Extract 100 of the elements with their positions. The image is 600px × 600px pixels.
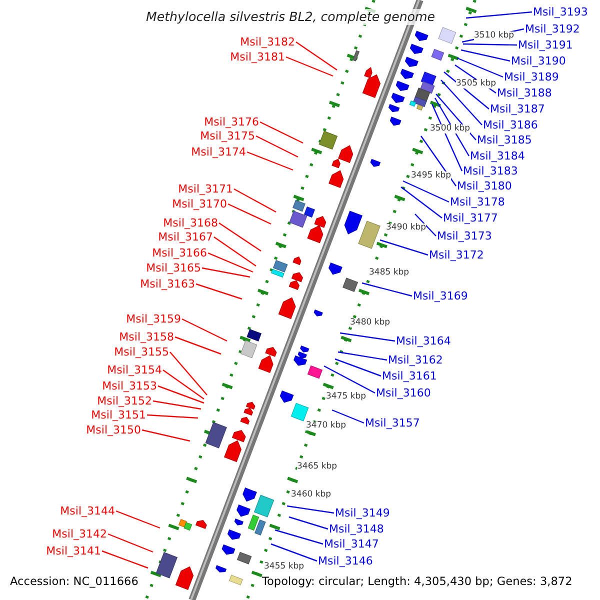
leader-line [202,267,250,278]
scale-label: 3455 kbp [264,562,304,572]
gene-label: Msil_3183 [463,164,518,178]
gene-label: Msil_3167 [158,230,213,244]
scale-label: 3475 kbp [326,392,366,402]
gene-label: Msil_3162 [388,354,443,366]
scale-label: 3460 kbp [291,490,332,500]
leader-line [174,336,222,355]
leader-line [152,400,202,410]
gene-label: Msil_3163 [140,278,195,290]
leader-line [108,533,154,553]
leader-line [274,529,324,545]
leader-line [102,550,148,569]
gene-label: Msil_3178 [450,196,505,208]
gene-label: Msil_3150 [86,424,141,436]
gene-label: Msil_3190 [511,54,566,68]
leader-line [146,414,198,419]
leader-line [218,222,262,252]
leader-line [158,385,204,404]
leader-line [332,409,364,424]
gene-label: Msil_3187 [490,102,545,116]
gene-label: Msil_3153 [102,380,157,392]
gene-label: Msil_3164 [396,334,451,348]
gene-label: Msil_3144 [60,504,115,518]
map-title: Methylocella silvestris BL2, complete genome [146,9,436,25]
gene-label: Msil_3185 [477,134,532,146]
leader-line [196,283,242,300]
scale-label: 3505 kbp [456,80,496,88]
leader-line [362,282,412,297]
gene-label: Msil_3170 [172,198,227,210]
gene-label: Msil_3181 [230,50,285,64]
gene-label: Msil_3160 [376,386,431,400]
leader-line [116,510,160,529]
gene-label: Msil_3176 [204,116,259,128]
leader-line [142,429,190,442]
gene-label: Msil_3172 [429,248,484,262]
gene-label: Msil_3188 [497,86,552,100]
gene-label: Msil_3165 [146,262,201,274]
gene-label: Msil_3154 [107,364,162,376]
leader-line [444,72,490,110]
gene-label: Msil_3180 [457,180,512,192]
gene-label: Msil_3184 [470,150,525,162]
scale-label: 3480 kbp [350,318,390,328]
gene-label: Msil_3155 [114,346,169,358]
genome-info-text: Topology: circular; Length: 4,305,430 bp; Genes: 3,872 [262,575,572,589]
leader-line [460,49,510,62]
gene-label: Msil_3151 [91,408,146,422]
gene-label: Msil_3149 [335,506,390,520]
gene-label: Msil_3191 [518,38,573,52]
leader-line [170,352,208,396]
leader-line [340,332,396,342]
gene-label: Msil_3142 [52,528,107,540]
leader-line [182,318,228,342]
leader-line [286,505,334,514]
gene-label: Msil_3186 [483,118,538,132]
leader-line [456,57,504,78]
gene-label: Msil_3166 [152,246,207,260]
gene-label: Msil_3189 [504,70,559,84]
gene-label: Msil_3169 [413,290,468,302]
leader-line [338,351,388,361]
leader-line [334,358,382,377]
scale-label: 3495 kbp [411,172,452,180]
gene-label: Msil_3173 [437,230,492,242]
leader-line [208,252,254,273]
gene-label: Msil_3175 [200,130,255,142]
scale-label: 3485 kbp [369,268,410,278]
gene-label: Msil_3148 [329,522,384,536]
gene-label: Msil_3141 [46,544,101,558]
gene-label: Msil_3161 [382,370,437,382]
gene-label: Msil_3157 [365,416,420,430]
leader-line [234,188,276,213]
leader-line [260,121,304,144]
leader-line [440,80,482,126]
leader-line [380,239,428,256]
leader-line [270,543,318,562]
gene-label: Msil_3146 [318,554,373,568]
gene-label: Msil_3174 [191,146,246,158]
leader-line [420,136,456,186]
leader-line [246,151,294,171]
gene-label: Msil_3193 [533,6,588,18]
gene-label: Msil_3158 [119,330,174,344]
scale-label: 3465 kbp [297,462,338,472]
leader-line [296,42,338,70]
leader-line [436,94,476,140]
leader-line [466,11,532,19]
leader-line [286,56,334,77]
gene-label: Msil_3171 [178,182,233,196]
gene-label: Msil_3159 [126,312,181,326]
leader-line [228,203,272,225]
genome-info-text: Accession: NC_011666 [10,575,138,589]
gene-label: Msil_3168 [163,216,218,230]
leader-line [462,43,518,46]
leader-line [431,104,463,172]
leader-line [400,186,442,218]
scale-label: 3510 kbp [474,32,514,40]
gene-label: Msil_3177 [443,212,498,224]
gene-label: Msil_3147 [324,538,379,550]
leader-line [434,98,470,156]
gene-label: Msil_3152 [97,394,152,408]
leader-line [256,135,298,158]
